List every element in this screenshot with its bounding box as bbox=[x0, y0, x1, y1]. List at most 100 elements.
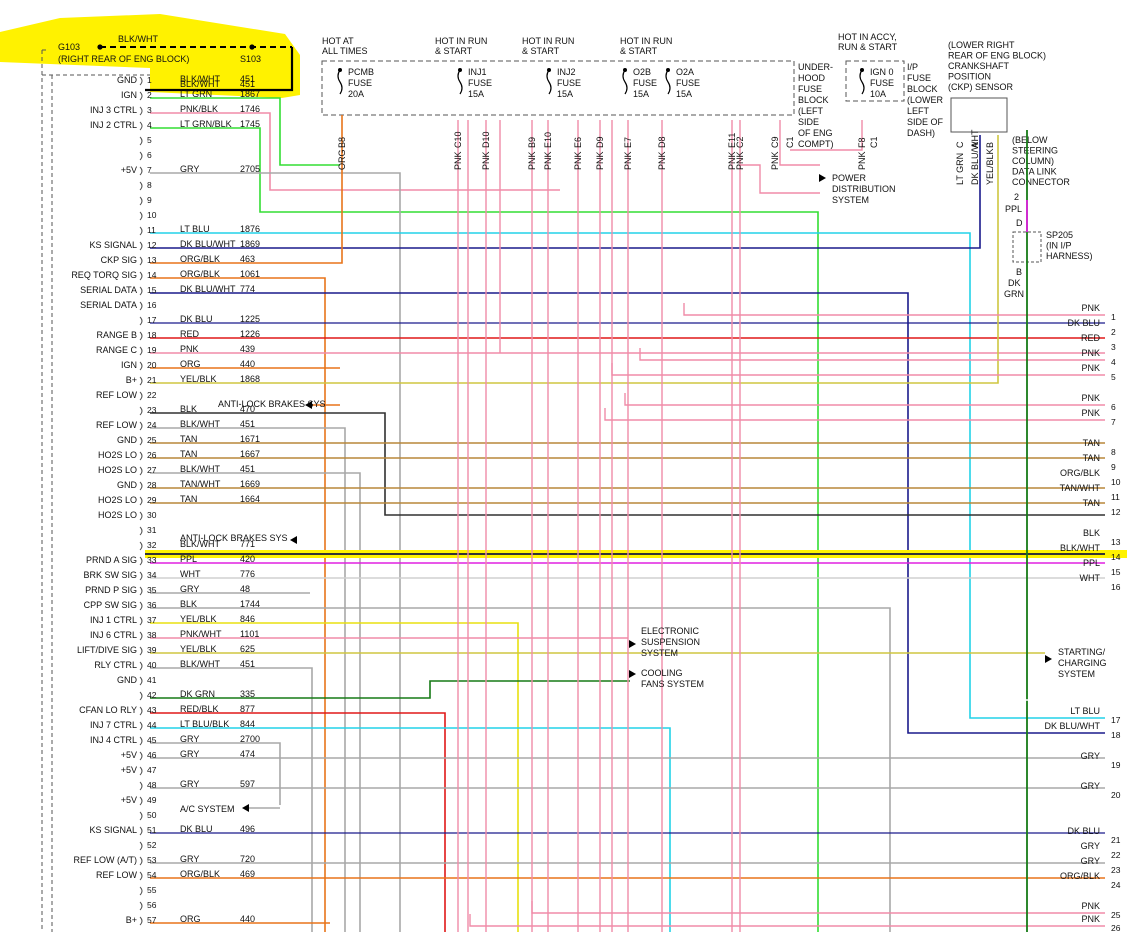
fuse-label: FUSE bbox=[633, 78, 657, 88]
connector-icon bbox=[139, 316, 143, 326]
pin-circuit: 625 bbox=[240, 644, 255, 654]
output-number: 19 bbox=[1111, 760, 1121, 770]
arrow-icon bbox=[290, 536, 297, 544]
pin-number: 37 bbox=[147, 615, 157, 625]
pin-number: 44 bbox=[147, 720, 157, 730]
pin-number: 34 bbox=[147, 570, 157, 580]
sp205-label: (IN I/P bbox=[1046, 241, 1072, 251]
output-number: 8 bbox=[1111, 447, 1116, 457]
fuse-label: INJ2 bbox=[557, 67, 576, 77]
wire bbox=[150, 277, 326, 932]
pin-function: PRND A SIG bbox=[86, 555, 137, 565]
pin-circuit: 771 bbox=[240, 539, 255, 549]
pin-function: GND bbox=[117, 75, 138, 85]
output-wire-color: PNK bbox=[1081, 901, 1100, 911]
connector-icon bbox=[139, 271, 143, 281]
pin-function: CKP SIG bbox=[101, 255, 137, 265]
pin-wire-color: GRY bbox=[180, 854, 199, 864]
ip-fuse-label: (LOWER bbox=[907, 95, 944, 105]
fuse-icon bbox=[622, 69, 628, 95]
abs-system-label: ANTI-LOCK BRAKES SYS bbox=[218, 399, 326, 409]
pin-circuit: 1745 bbox=[240, 119, 260, 129]
starting-charging-label: CHARGING bbox=[1058, 658, 1107, 668]
pin-circuit: 451 bbox=[240, 464, 255, 474]
cavity-wire-color: PNK bbox=[735, 151, 745, 170]
pin-wire-color: DK GRN bbox=[180, 689, 215, 699]
ip-fuse-label: SIDE OF bbox=[907, 117, 944, 127]
pin-wire-color: DK BLU/WHT bbox=[180, 239, 236, 249]
pcm-pin: 56 bbox=[139, 900, 157, 911]
ground-wire-label: BLK/WHT bbox=[180, 79, 221, 89]
power-dist-label: DISTRIBUTION bbox=[832, 184, 896, 194]
connector-icon bbox=[139, 826, 143, 836]
pin-wire-color: TAN/WHT bbox=[180, 479, 221, 489]
dlc-pin: 2 bbox=[1014, 192, 1019, 202]
output-number: 22 bbox=[1111, 850, 1121, 860]
underhood-label: OF ENG bbox=[798, 128, 833, 138]
fuse-icon bbox=[457, 69, 463, 95]
pin-wire-color: TAN bbox=[180, 494, 197, 504]
pin-circuit: 776 bbox=[240, 569, 255, 579]
connector-icon bbox=[139, 181, 143, 191]
pin-number: 1 bbox=[147, 75, 152, 85]
underhood-label: UNDER- bbox=[798, 62, 833, 72]
pin-circuit: 844 bbox=[240, 719, 255, 729]
dlc-label: CONNECTOR bbox=[1012, 177, 1070, 187]
fuse-label: INJ1 bbox=[468, 67, 487, 77]
connector-icon bbox=[139, 481, 143, 491]
pin-number: 18 bbox=[147, 330, 157, 340]
wire bbox=[150, 712, 446, 932]
pin-wire-color: TAN bbox=[180, 434, 197, 444]
suspension-label: ELECTRONIC bbox=[641, 626, 700, 636]
ground-terminal-icon bbox=[97, 44, 103, 50]
connector-icon bbox=[139, 721, 143, 731]
pin-wire-color: ORG/BLK bbox=[180, 254, 220, 264]
cavity-id: F8 bbox=[857, 137, 867, 148]
pin-wire-color: LT GRN/BLK bbox=[180, 119, 232, 129]
pin-number: 27 bbox=[147, 465, 157, 475]
pin-wire-color: DK BLU bbox=[180, 824, 213, 834]
pin-number: 17 bbox=[147, 315, 157, 325]
underhood-label: COMPT) bbox=[798, 139, 834, 149]
output-wire-color: DK BLU bbox=[1067, 318, 1100, 328]
pin-function: +5V bbox=[121, 765, 137, 775]
pin-number: 22 bbox=[147, 390, 157, 400]
connector-icon bbox=[139, 136, 143, 146]
fuse-label: FUSE bbox=[676, 78, 700, 88]
pin-function: GND bbox=[117, 675, 138, 685]
output-number: 12 bbox=[1111, 507, 1121, 517]
pin-function: B+ bbox=[126, 375, 137, 385]
ckp-pin: A bbox=[970, 142, 980, 148]
dlc-d: D bbox=[1016, 218, 1023, 228]
pin-circuit: 1876 bbox=[240, 224, 260, 234]
output-wire-color: DK BLU/WHT bbox=[1044, 721, 1100, 731]
connector-icon bbox=[139, 76, 143, 86]
pin-number: 11 bbox=[147, 225, 156, 235]
pcm-pin: 10 bbox=[139, 210, 157, 221]
pin-number: 12 bbox=[147, 240, 157, 250]
output-number: 25 bbox=[1111, 910, 1121, 920]
pin-wire-color: LT GRN bbox=[180, 89, 212, 99]
fuse-header-text: HOT AT bbox=[322, 36, 354, 46]
connector-icon bbox=[139, 526, 143, 536]
pin-wire-color: BLK/WHT bbox=[180, 464, 221, 474]
output-number: 7 bbox=[1111, 417, 1116, 427]
connector-icon bbox=[139, 226, 143, 236]
connector-icon bbox=[139, 571, 143, 581]
connector-icon bbox=[139, 91, 143, 101]
cavity-wire-color: PNK bbox=[857, 151, 867, 170]
